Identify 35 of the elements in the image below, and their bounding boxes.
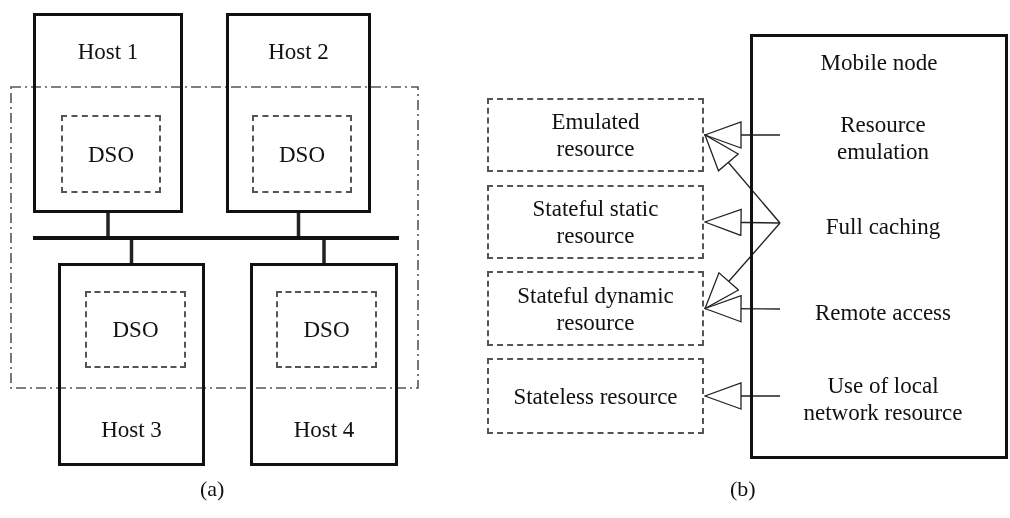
host-label: Host 2 <box>267 38 330 65</box>
resource-box: Stateless resource <box>487 358 704 434</box>
arrow <box>704 208 781 237</box>
arrow <box>704 295 781 323</box>
host-label: Host 1 <box>76 38 140 65</box>
panel-caption: (a) <box>200 476 225 502</box>
host-label: Host 4 <box>292 416 356 443</box>
connector-line <box>322 240 326 263</box>
host-box <box>58 263 205 466</box>
mechanism-label: Resource emulation <box>783 110 983 166</box>
mechanism-label: Remote access <box>783 297 983 327</box>
arrow <box>704 121 781 149</box>
object-box: DSO <box>85 291 186 368</box>
mechanism-label: Use of local network resource <box>783 371 983 427</box>
connector-line <box>129 240 134 263</box>
object-box: DSO <box>61 115 161 193</box>
arrow <box>704 382 781 410</box>
host-box <box>226 13 371 213</box>
panel-caption: (b) <box>730 476 756 502</box>
network-bus <box>33 236 399 240</box>
mechanism-label: Full caching <box>783 211 983 241</box>
object-box: DSO <box>276 291 377 368</box>
resource-box: Stateful dynamic resource <box>487 271 704 346</box>
connector-line <box>296 213 301 236</box>
resource-box: Stateful static resource <box>487 185 704 259</box>
host-label: Host 3 <box>100 416 163 443</box>
host-box <box>250 263 398 466</box>
resource-box: Emulated resource <box>487 98 704 172</box>
arrow <box>704 134 781 224</box>
object-box: DSO <box>252 115 352 193</box>
node-title: Mobile node <box>819 49 939 76</box>
connector-line <box>106 213 110 236</box>
host-box <box>33 13 183 213</box>
mobile-node-box <box>750 34 1008 459</box>
arrow <box>704 222 781 310</box>
